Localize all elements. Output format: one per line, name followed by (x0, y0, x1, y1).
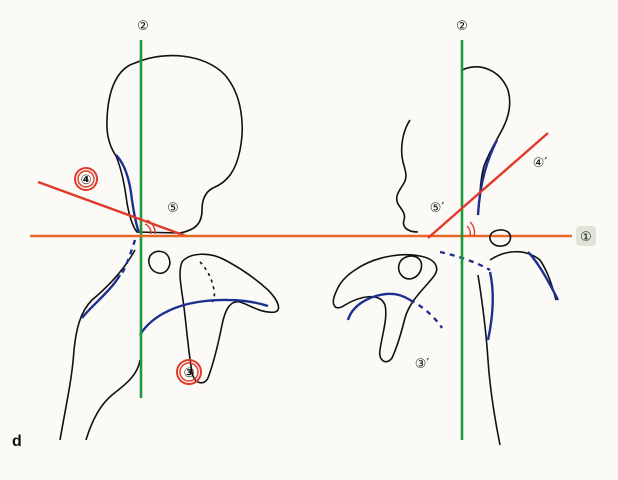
right-blue-occipital-curve (476, 139, 499, 216)
left-neck-back-outline (59, 249, 136, 441)
left-body-front-outline (85, 359, 141, 441)
right-small-oval (489, 229, 512, 247)
label-1-bg (576, 226, 596, 246)
left-blue-jaw-arch (138, 298, 269, 336)
left-label-3: ③ (183, 366, 194, 381)
right-small-loop (397, 255, 423, 280)
right-red-inclined-line (427, 132, 549, 239)
panel-label: d (12, 433, 22, 450)
left-blue-occipital-curve (115, 154, 141, 234)
right-label-3: ③′ (415, 357, 430, 372)
right-blue-jaw-dashed (409, 298, 443, 329)
left-angle-arc-2 (144, 223, 152, 235)
left-red-inclined-line (37, 180, 187, 238)
left-mandible-shape (179, 253, 280, 384)
right-angle-arc-2 (466, 225, 472, 237)
left-label-4-red-ring-inner (77, 170, 95, 188)
right-neck-outline (477, 274, 501, 446)
left-label-3-red-ring (176, 359, 202, 385)
right-blue-shoulder-curve (527, 251, 560, 301)
right-mandible-shape (332, 253, 438, 363)
left-label-4-red-ring (74, 167, 98, 191)
right-face-profile (461, 66, 511, 216)
right-blue-jaw-arch (346, 292, 411, 321)
left-label-4: ④ (80, 173, 91, 188)
left-angle-arc (146, 219, 156, 235)
horizontal-line-label-1: ① (580, 230, 592, 245)
right-label-5: ⑤′ (430, 201, 445, 216)
left-label-5: ⑤ (167, 201, 179, 216)
right-forehead-nose (395, 119, 419, 233)
left-small-oval (148, 250, 171, 275)
left-skull-outline (106, 54, 243, 234)
left-label-2: ② (137, 19, 149, 34)
right-angle-arc (469, 221, 476, 237)
right-blue-dashed-segment (439, 250, 491, 272)
left-blue-neck-back-curve (81, 274, 122, 319)
right-label-4: ④′ (533, 156, 548, 171)
left-label-3-red-ring-inner (179, 362, 199, 382)
left-dotted-inner-line (199, 261, 216, 303)
right-blue-neck-curve (486, 271, 494, 341)
left-blue-dashed-segment (119, 239, 137, 276)
right-label-2: ② (456, 19, 468, 34)
